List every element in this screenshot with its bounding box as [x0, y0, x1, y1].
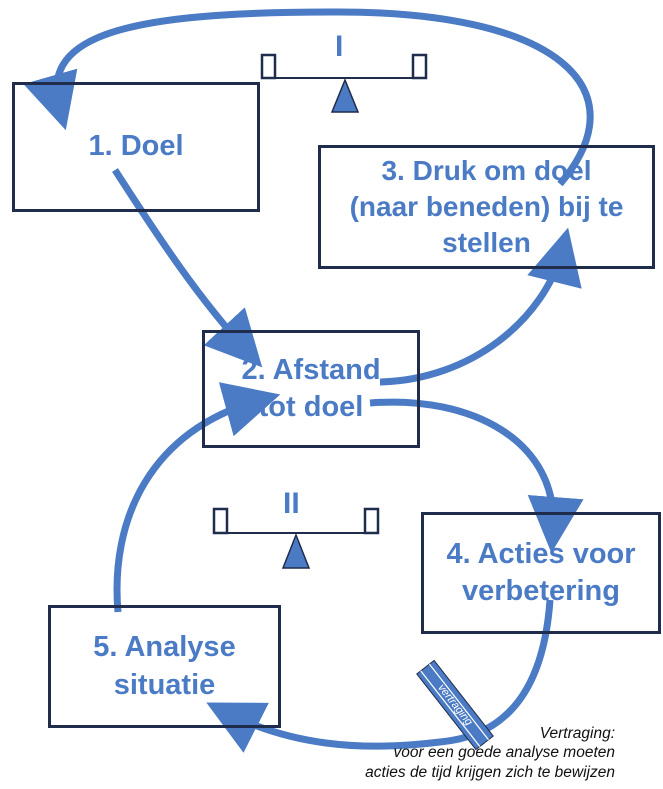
arrow-druk-to-doel: [23, 8, 594, 187]
box-afstand-line-2: tot doel: [258, 391, 364, 423]
box-analyse-line-1: 5. Analyse: [93, 631, 236, 664]
loop-label-1: I: [335, 30, 344, 63]
box-analyse-situatie: 5. Analyse situatie: [48, 605, 281, 728]
loop-label-2: II: [283, 487, 300, 520]
arrow-afstand-to-acties: [369, 398, 584, 553]
arrow-acties-to-analyse: [206, 599, 554, 753]
box-analyse-line-2: situatie: [113, 668, 216, 701]
delay-note: Vertraging: voor een goede analyse moete…: [365, 724, 615, 782]
box-druk-om-doel-bij-te-stellen: 3. Druk om doel (naar beneden) bij te st…: [318, 145, 655, 269]
delay-note-line-2: acties de tijd krijgen zich te bewijzen: [365, 763, 615, 781]
arrow-analyse-to-afstand: [113, 382, 281, 613]
delay-note-line-1: voor een goede analyse moeten: [393, 744, 615, 762]
box-druk-line-2: (naar beneden) bij te: [349, 191, 624, 223]
delay-note-title: Vertraging:: [539, 725, 615, 742]
box-doel-text: 1. Doel: [88, 130, 184, 163]
box-afstand-line-1: 2. Afstand: [241, 353, 381, 386]
box-acties-line-1: 4. Acties voor: [446, 537, 636, 570]
balance-icon-loop-2: [212, 507, 380, 569]
box-druk-line-1: 3. Druk om doel: [381, 155, 592, 187]
balance-icon-loop-1: [260, 53, 428, 113]
box-acties-voor-verbetering: 4. Acties voor verbetering: [421, 512, 661, 634]
box-doel: 1. Doel: [12, 82, 260, 212]
box-druk-line-3: stellen: [442, 226, 531, 258]
box-afstand-tot-doel: 2. Afstand tot doel: [202, 330, 420, 448]
arrow-afstand-to-druk: [379, 227, 582, 386]
box-acties-line-2: verbetering: [462, 575, 620, 607]
